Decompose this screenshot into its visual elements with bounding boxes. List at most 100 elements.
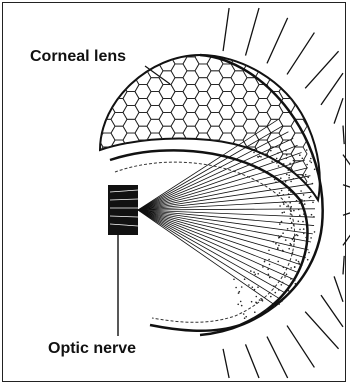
stipple-dot [268, 274, 270, 276]
hex-facet [291, 64, 307, 78]
stipple-dot [281, 190, 283, 192]
stipple-dot [280, 177, 282, 179]
stipple-dot [293, 241, 295, 243]
stipple-dot [275, 243, 277, 245]
radiating-ray [246, 8, 260, 56]
stipple-dot [278, 165, 280, 167]
hex-facet [279, 71, 295, 85]
stipple-dot [288, 190, 290, 192]
stipple-dot [239, 291, 241, 293]
stipple-dot [248, 284, 250, 286]
stipple-dot [245, 316, 247, 318]
stipple-dot [286, 158, 288, 160]
stipple-dot [259, 299, 261, 301]
radiating-ray [246, 344, 260, 378]
stipple-dot [282, 250, 284, 252]
stipple-dot [278, 289, 280, 291]
hex-facet [255, 223, 271, 237]
stipple-dot [295, 283, 297, 285]
hex-facet [231, 43, 247, 57]
stipple-dot [269, 264, 271, 266]
stipple-dot [308, 252, 310, 254]
stipple-dot [305, 174, 307, 176]
hex-facet [135, 168, 151, 182]
radiating-ray [343, 234, 350, 245]
hex-facet [159, 154, 175, 168]
hex-facet [279, 57, 295, 71]
stipple-dot [286, 174, 288, 176]
hex-facet [87, 112, 103, 126]
radiating-ray [343, 211, 350, 215]
stipple-dot [244, 317, 246, 319]
stipple-dot [268, 250, 270, 252]
stipple-dot [293, 160, 295, 162]
stipple-dot [285, 181, 287, 183]
stipple-dot [302, 221, 304, 223]
stipple-dot [290, 206, 292, 208]
stipple-dot [290, 218, 292, 220]
stipple-dot [310, 196, 312, 198]
stipple-dot [292, 239, 294, 241]
hex-facet [135, 43, 151, 57]
stipple-dot [304, 203, 306, 205]
stipple-dot [262, 266, 264, 268]
stipple-dot [294, 235, 296, 237]
stipple-dot [286, 206, 288, 208]
optic-nerve-label: Optic nerve [48, 340, 136, 358]
stipple-dot [290, 244, 292, 246]
stipple-dot [293, 210, 295, 212]
radiating-ray [267, 337, 288, 378]
stipple-dot [286, 274, 288, 276]
stipple-dot [258, 156, 260, 158]
stipple-dot [244, 278, 246, 280]
stipple-dot [278, 303, 280, 305]
stipple-dot [252, 286, 254, 288]
hex-facet [147, 230, 163, 244]
stipple-dot [294, 266, 296, 268]
stipple-dot [264, 259, 266, 261]
stipple-dot [304, 200, 306, 202]
stipple-dot [241, 305, 243, 307]
stipple-dot [307, 259, 309, 261]
stipple-dot [273, 241, 275, 243]
stipple-dot [254, 311, 256, 313]
hex-facet [291, 216, 307, 230]
hex-facet [99, 92, 115, 106]
stipple-dot [298, 221, 300, 223]
nerve-fiber [138, 210, 273, 304]
stipple-dot [237, 304, 239, 306]
stipple-dot [235, 287, 237, 289]
hex-facet [135, 154, 151, 168]
radiating-ray [343, 126, 344, 145]
radiating-ray [334, 98, 343, 123]
hex-facet [171, 147, 187, 161]
hex-facet [279, 43, 295, 57]
stipple-dot [290, 267, 292, 269]
stipple-dot [303, 228, 305, 230]
hex-facet [123, 161, 139, 175]
radiating-ray [223, 8, 229, 51]
stipple-dot [270, 150, 272, 152]
hex-facet [267, 64, 283, 78]
stipple-dot [309, 197, 311, 199]
stipple-dot [256, 302, 258, 304]
stipple-dot [311, 162, 313, 164]
stipple-dot [279, 223, 281, 225]
stipple-dot [262, 300, 264, 302]
hex-facet [147, 147, 163, 161]
stipple-dot [251, 301, 253, 303]
stipple-dot [292, 252, 294, 254]
stipple-dot [291, 210, 293, 212]
hex-facet [87, 209, 103, 223]
stipple-dot [288, 175, 290, 177]
stipple-dot [302, 204, 304, 206]
stipple-dot [283, 202, 285, 204]
stipple-dot [314, 231, 316, 233]
stipple-dot [293, 236, 295, 238]
stipple-dot [271, 161, 273, 163]
stipple-dot [253, 152, 255, 154]
stipple-dot [291, 227, 293, 229]
hex-facet [159, 43, 175, 57]
stipple-dot [275, 292, 277, 294]
radiating-ray [223, 349, 229, 378]
